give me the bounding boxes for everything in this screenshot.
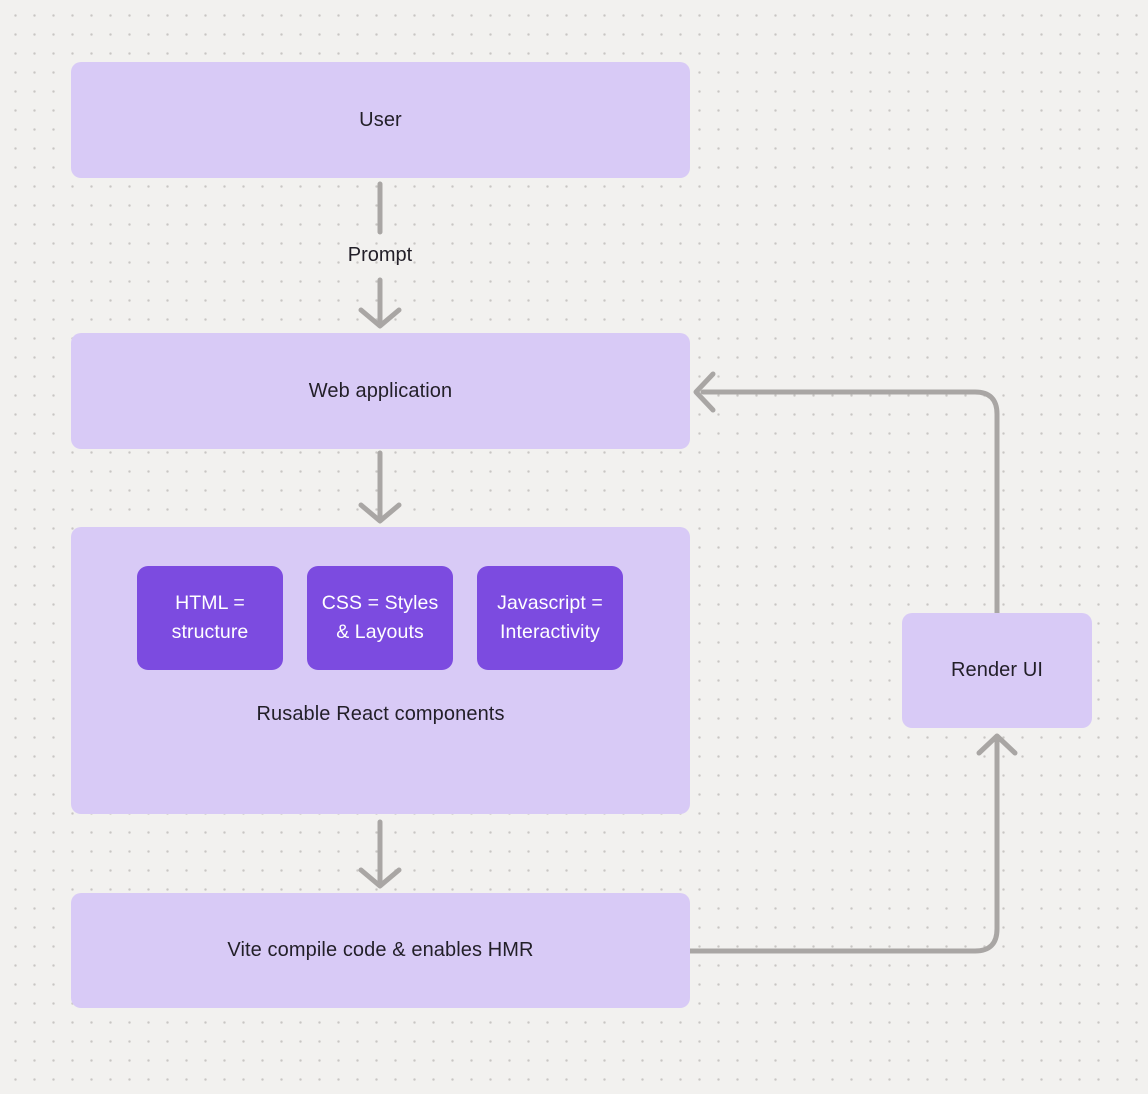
- arrowhead-down-vite: [358, 867, 402, 889]
- node-web-application-label: Web application: [308, 379, 453, 402]
- edge-renderui-to-webapp: [700, 389, 1000, 616]
- node-css-styles[interactable]: CSS = Styles & Layouts: [307, 566, 453, 670]
- edge-label-prompt: Prompt: [347, 244, 413, 266]
- node-render-ui-label: Render UI: [950, 659, 1044, 681]
- arrowhead-down-components: [358, 502, 402, 524]
- node-html-structure[interactable]: HTML = structure: [137, 566, 283, 670]
- node-html-structure-label: HTML = structure: [171, 592, 249, 643]
- node-render-ui[interactable]: Render UI: [902, 613, 1092, 728]
- arrowhead-up-renderui: [976, 733, 1018, 756]
- arrowhead-left-webapp: [693, 371, 716, 413]
- node-vite-label: Vite compile code & enables HMR: [227, 939, 534, 961]
- node-components-group[interactable]: HTML = structure CSS = Styles & Layouts …: [71, 527, 690, 814]
- node-user[interactable]: User: [71, 62, 690, 178]
- node-vite[interactable]: Vite compile code & enables HMR: [71, 893, 690, 1008]
- node-user-label: User: [359, 108, 402, 131]
- edge-vite-to-renderui: [687, 738, 1000, 954]
- node-web-application[interactable]: Web application: [71, 333, 690, 449]
- arrowhead-down-webapp: [358, 307, 402, 329]
- components-group-caption: Rusable React components: [256, 703, 505, 725]
- node-javascript-interactivity[interactable]: Javascript = Interactivity: [477, 566, 623, 670]
- node-javascript-interactivity-label: Javascript = Interactivity: [497, 592, 603, 643]
- node-css-styles-label: CSS = Styles & Layouts: [321, 592, 439, 643]
